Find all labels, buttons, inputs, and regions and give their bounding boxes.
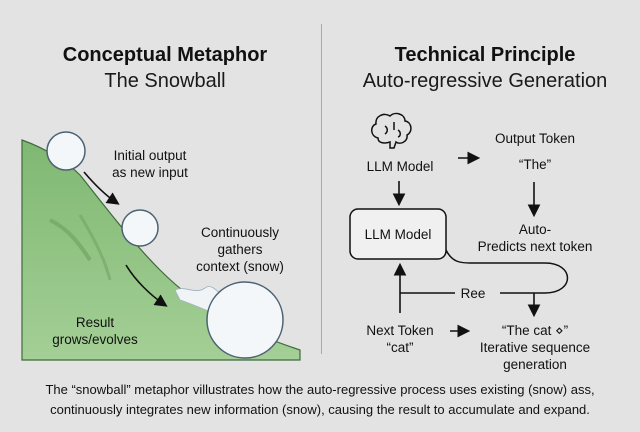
label-line: “cat” bbox=[386, 340, 414, 355]
grass-shadow bbox=[49, 218, 92, 262]
loop-path bbox=[445, 249, 569, 294]
arrow-to-large bbox=[125, 264, 168, 307]
large-snowball bbox=[206, 281, 284, 359]
loop-label: Ree bbox=[455, 285, 491, 302]
label-line: Auto- bbox=[518, 222, 552, 237]
label-line: context (snow) bbox=[196, 259, 284, 274]
label-result: Result grows/evolves bbox=[40, 314, 150, 348]
label-line: Iterative sequence bbox=[479, 340, 591, 355]
medium-snowball bbox=[121, 209, 159, 247]
label-line: Next Token bbox=[366, 323, 434, 338]
label-line: as new input bbox=[112, 165, 188, 180]
label-line: generation bbox=[503, 357, 567, 372]
caption-line: continuously integrates new information … bbox=[50, 402, 590, 417]
llm-model-box-label: LLM Model bbox=[364, 227, 432, 242]
label-line: Initial output bbox=[113, 148, 187, 163]
label-gathers-context: Continuously gathers context (snow) bbox=[185, 224, 295, 275]
left-panel-title: Conceptual Metaphor bbox=[62, 44, 268, 66]
caption-line: The “snowball” metaphor villustrates how… bbox=[45, 382, 595, 397]
right-panel-subtitle: Auto-regressive Generation bbox=[362, 70, 608, 92]
panel-divider bbox=[321, 24, 322, 354]
output-token-value: “The” bbox=[518, 157, 552, 172]
label-line: Continuously bbox=[200, 225, 280, 240]
label-line: Result bbox=[75, 315, 115, 330]
label-line: gathers bbox=[217, 242, 263, 257]
right-panel-title: Technical Principle bbox=[394, 44, 576, 66]
small-snowball bbox=[46, 131, 86, 171]
llm-model-box bbox=[349, 208, 447, 260]
label-line: grows/evolves bbox=[52, 332, 138, 347]
label-line: Predicts next token bbox=[477, 239, 593, 254]
label-initial-output: Initial output as new input bbox=[90, 147, 210, 181]
arrow-to-medium bbox=[83, 171, 120, 205]
label-line: “The cat ⋄” bbox=[501, 323, 569, 338]
brain-label: LLM Model bbox=[366, 159, 434, 174]
sequence-label: “The cat ⋄” Iterative sequence generatio… bbox=[465, 322, 605, 373]
predicts-next-token-label: Auto- Predicts next token bbox=[470, 221, 600, 255]
brain-icon bbox=[371, 112, 412, 149]
caption: The “snowball” metaphor villustrates how… bbox=[0, 380, 640, 420]
grass-shadow bbox=[78, 214, 112, 281]
output-token-label: Output Token bbox=[494, 131, 576, 146]
left-panel-subtitle: The Snowball bbox=[104, 70, 226, 92]
next-token-label: Next Token “cat” bbox=[350, 322, 450, 356]
